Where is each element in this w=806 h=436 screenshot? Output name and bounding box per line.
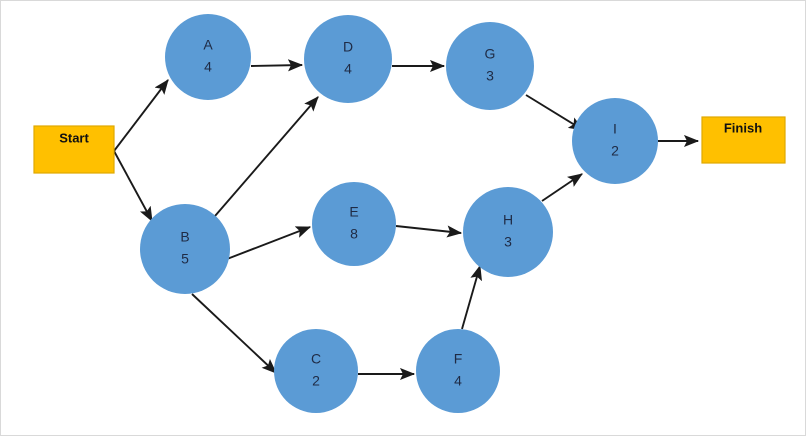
node-H-name: H: [503, 212, 513, 228]
node-A-name: A: [203, 37, 213, 53]
node-F-circle[interactable]: [416, 329, 500, 413]
terminal-finish-box[interactable]: [701, 116, 786, 164]
node-D[interactable]: D4: [304, 15, 392, 103]
node-F-duration: 4: [454, 373, 462, 389]
terminal-finish-label: Finish: [724, 120, 762, 135]
node-I-duration: 2: [611, 143, 619, 159]
node-G-duration: 3: [486, 68, 494, 84]
edge-G-I: [525, 94, 584, 131]
node-B-name: B: [180, 229, 189, 245]
node-I-circle[interactable]: [572, 98, 658, 184]
terminal-start[interactable]: Start: [33, 125, 115, 174]
node-D-duration: 4: [344, 61, 352, 77]
node-B[interactable]: B5: [140, 204, 230, 294]
node-E-name: E: [349, 204, 358, 220]
node-D-name: D: [343, 39, 353, 55]
node-E-duration: 8: [350, 226, 358, 242]
edge-B-E: [226, 226, 312, 260]
node-H-duration: 3: [504, 234, 512, 250]
node-F[interactable]: F4: [416, 329, 500, 413]
node-A-circle[interactable]: [165, 14, 251, 100]
node-A[interactable]: A4: [165, 14, 251, 100]
node-C[interactable]: C2: [274, 329, 358, 413]
edge-F-H: [461, 264, 482, 330]
node-B-circle[interactable]: [140, 204, 230, 294]
terminal-finish[interactable]: Finish: [701, 116, 786, 164]
node-H-circle[interactable]: [463, 187, 553, 277]
node-H[interactable]: H3: [463, 187, 553, 277]
node-I-name: I: [613, 121, 617, 137]
edge-start-A: [113, 79, 169, 152]
node-E[interactable]: E8: [312, 182, 396, 266]
edge-H-I: [541, 173, 583, 202]
node-G-name: G: [485, 46, 496, 62]
node-D-circle[interactable]: [304, 15, 392, 103]
node-C-circle[interactable]: [274, 329, 358, 413]
edge-layer: [113, 59, 700, 381]
node-C-name: C: [311, 351, 321, 367]
node-C-duration: 2: [312, 373, 320, 389]
node-F-name: F: [454, 351, 463, 367]
edge-E-H: [395, 225, 463, 238]
terminal-start-label: Start: [59, 130, 89, 145]
node-G[interactable]: G3: [446, 22, 534, 110]
node-A-duration: 4: [204, 59, 212, 75]
node-G-circle[interactable]: [446, 22, 534, 110]
terminal-layer: Start Finish: [33, 116, 786, 174]
node-E-circle[interactable]: [312, 182, 396, 266]
node-B-duration: 5: [181, 251, 189, 267]
terminal-start-box[interactable]: [33, 125, 115, 174]
edge-B-C: [191, 293, 277, 374]
edge-start-B: [113, 150, 153, 223]
edge-A-D: [250, 59, 304, 72]
node-I[interactable]: I2: [572, 98, 658, 184]
edge-B-D: [214, 96, 319, 217]
